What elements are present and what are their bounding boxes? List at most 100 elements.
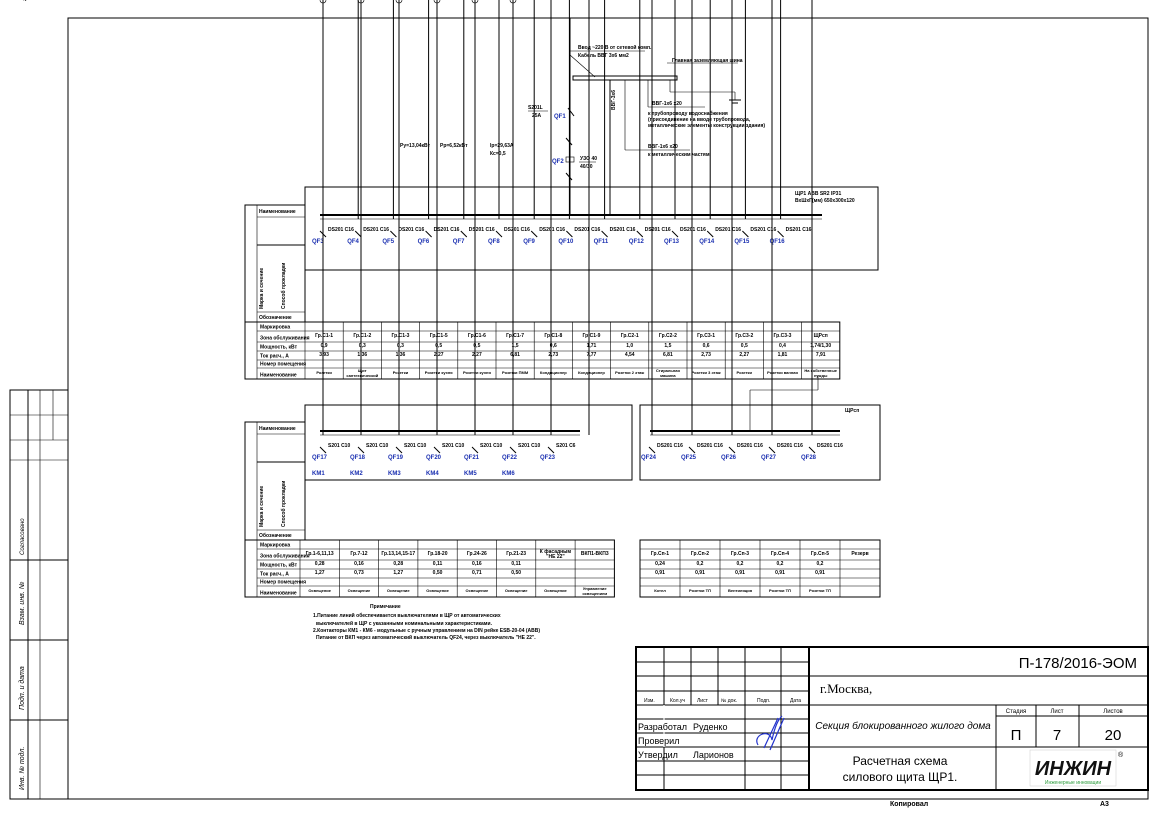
cell-i-box: 2,27 xyxy=(739,353,749,358)
breaker-icon xyxy=(390,230,397,238)
header-label: Обозначение xyxy=(259,314,292,321)
row-label: Наименование xyxy=(260,591,297,597)
qf1-label: QF1 xyxy=(554,114,566,120)
cell-name-box: Вентиляция xyxy=(728,589,752,593)
cell-i-box: 0,91 xyxy=(695,570,705,576)
cell-i-box: 0,50 xyxy=(511,571,521,576)
cell-group-box: Гр.С1-2 xyxy=(353,334,371,339)
cable-label: ВВГнг-3х2,5 xyxy=(0,0,29,2)
cable-label: ВВГнг-3х2,5 xyxy=(0,0,29,2)
cell-i: 0,91 xyxy=(735,570,745,576)
cable-label: ВВГнг-3х2,5 xyxy=(0,0,29,2)
cell-name: Розетки xyxy=(736,370,753,376)
cable-2-note: к металлическим частям xyxy=(648,152,710,158)
row-label: Мощность, кВт xyxy=(260,563,298,569)
cell-name: Щит сантехнический xyxy=(346,368,379,378)
breaker-icon xyxy=(425,230,432,238)
cable-label: ВВГнг-3х1,5 xyxy=(0,0,29,2)
design-power: Pр=6,52кВт xyxy=(440,143,468,149)
breaker-icon xyxy=(547,446,555,454)
cell-group: ЩРсп xyxy=(813,333,828,339)
cell-name: На собственные нужды xyxy=(804,368,837,378)
cell-group-box: Гр.С3-2 xyxy=(735,334,753,339)
cable-label: ВВГнг-3х2,5 xyxy=(0,0,29,2)
cell-group: Гр.Сп-1 xyxy=(650,551,670,557)
cell-name-box: Кондиционер xyxy=(578,371,605,375)
breaker-label: QF23 xyxy=(540,455,556,461)
cell-p-box: 0,9 xyxy=(321,344,328,349)
breaker-label: QF14 xyxy=(699,239,715,245)
cell-i: 0,91 xyxy=(695,570,705,576)
row-label: Маркировка xyxy=(260,543,290,549)
breaker-icon xyxy=(648,446,656,454)
cell-group: Гр.21-23 xyxy=(506,551,527,557)
ground-bus-label: Главная заземляющая шина xyxy=(672,58,743,64)
row-label: Маркировка xyxy=(260,325,290,331)
cell-i-box: 1,36 xyxy=(396,353,406,358)
header-label: Наименование xyxy=(259,426,296,432)
sheets-value: 20 xyxy=(1105,727,1122,744)
cell-group: Гр.С1-7 xyxy=(506,333,525,339)
cell-p: 0,6 xyxy=(702,343,710,349)
cell-name: Розетки 2 этаж xyxy=(615,370,645,376)
role-name: Руденко xyxy=(693,722,727,732)
header-label: Обозначение xyxy=(259,532,292,539)
cell-group: Гр.С2-1 xyxy=(620,333,639,339)
cell-name-box: Котел xyxy=(654,589,666,593)
sign-date-label: Подп. и дата xyxy=(18,666,26,710)
cable-label: ВВГнг-3х2,5 xyxy=(0,0,29,2)
cell-p: 0,6 xyxy=(549,343,557,349)
cell-i-box: 0,91 xyxy=(735,570,745,576)
cell-i: 2,27 xyxy=(433,352,444,358)
cell-group: Гр.С1-3 xyxy=(391,333,410,339)
cell-name-box: Розетки ТП xyxy=(809,589,831,593)
cell-group: Гр.С3-3 xyxy=(773,333,792,339)
cell-group-box: Гр.Сп-4 xyxy=(771,552,789,557)
cell-i-box: 2,27 xyxy=(433,352,444,358)
stage-label: Стадия xyxy=(1006,709,1026,715)
role-label: Разработал xyxy=(638,722,687,732)
breaker-type: DS201 C16 xyxy=(786,227,812,233)
cell-p: 0,11 xyxy=(432,561,443,567)
cell-group: Гр.С3-1 xyxy=(697,333,716,339)
cell-name-box: Розетки xyxy=(316,370,332,376)
breaker-label: QF16 xyxy=(770,239,786,245)
cable-label: ВВГнг-3х2,5 xyxy=(0,0,29,2)
breaker-icon xyxy=(357,446,365,454)
company-logo: ИНЖИН Инженерные инновации ® xyxy=(1029,749,1124,787)
inv-original-label: Инв. № подл. xyxy=(18,747,26,790)
cell-name-box: Освещение xyxy=(308,589,331,593)
breaker-type: S201 C10 xyxy=(518,443,540,449)
cell-group-box: Гр.С3-1 xyxy=(697,333,716,339)
breaker-type: DS201 C16 xyxy=(680,227,706,233)
lamp-icon xyxy=(433,0,441,4)
notes-title: Примечание xyxy=(370,604,401,610)
row-label: Зона обслуживания xyxy=(260,335,310,342)
supply-input: Ввод ~220 В от сетевой комп. Кабель ВВГ … xyxy=(400,18,765,215)
lamp-icon xyxy=(471,0,479,4)
cable-label: ВВГнг-3х1,5 xyxy=(0,0,29,2)
cell-name: Розетки xyxy=(316,370,332,376)
breaker-type: DS201 C16 xyxy=(574,227,600,233)
cell-name: Розетки кухня xyxy=(462,370,491,376)
contactor-label: KM6 xyxy=(502,471,515,477)
cable-label: ВВГнг-3х1,5 xyxy=(0,0,29,2)
note-line: выключателей в ЩР с указанными номинальн… xyxy=(316,620,493,627)
cell-p: 0,16 xyxy=(354,561,364,567)
breaker-type: S201 C10 xyxy=(442,443,464,449)
sheet-title: силового щита ЩР1. xyxy=(843,770,958,784)
cable-label: ВВГнг-3х1,5 xyxy=(0,0,29,2)
breaker-icon xyxy=(460,230,468,238)
signature xyxy=(756,715,785,751)
breaker-type: DS201 C16 xyxy=(539,227,565,233)
cell-name-box: Розетки ТП xyxy=(769,589,791,593)
contactor-label: KM5 xyxy=(464,471,477,477)
cell-name-box: Розетки 3 этаж xyxy=(692,371,721,375)
cell-group-box: Резерв xyxy=(851,552,868,557)
breaker-icon xyxy=(808,446,816,454)
feeder: КВВГ-4х1,5 xyxy=(0,0,590,435)
